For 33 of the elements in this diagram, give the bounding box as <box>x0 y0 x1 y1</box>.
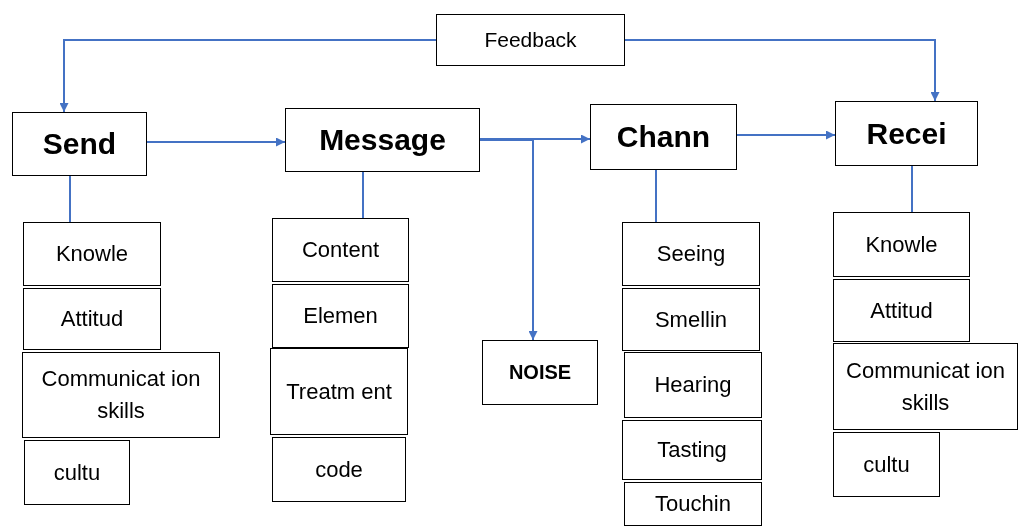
arrow <box>479 134 591 144</box>
stage-box: Chann <box>590 104 737 170</box>
connector-line <box>655 169 657 223</box>
item-box: Tasting <box>622 420 762 480</box>
item-box: cultu <box>833 432 940 497</box>
item-box: Knowle <box>23 222 161 286</box>
stage-box: Recei <box>835 101 978 166</box>
stage-box: Send <box>12 112 147 176</box>
connector-line <box>362 171 364 219</box>
item-box: Touchin <box>624 482 762 526</box>
item-box: Attitud <box>833 279 970 342</box>
arrow <box>624 39 940 102</box>
item-box: Seeing <box>622 222 760 286</box>
feedback-box: Feedback <box>436 14 625 66</box>
item-box: Smellin <box>622 288 760 351</box>
arrow <box>479 139 538 341</box>
item-box: Attitud <box>23 288 161 350</box>
item-box: Communicat ion skills <box>833 343 1018 430</box>
noise-box: NOISE <box>482 340 598 405</box>
arrow <box>736 130 836 140</box>
item-box: Communicat ion skills <box>22 352 220 438</box>
connector-line <box>69 175 71 223</box>
arrow <box>59 39 437 113</box>
item-box: code <box>272 437 406 502</box>
item-box: Treatm ent <box>270 348 408 435</box>
connector-line <box>911 165 913 213</box>
item-box: Hearing <box>624 352 762 418</box>
arrow <box>146 137 286 147</box>
stage-box: Message <box>285 108 480 172</box>
item-box: Elemen <box>272 284 409 348</box>
item-box: Content <box>272 218 409 282</box>
item-box: Knowle <box>833 212 970 277</box>
item-box: cultu <box>24 440 130 505</box>
